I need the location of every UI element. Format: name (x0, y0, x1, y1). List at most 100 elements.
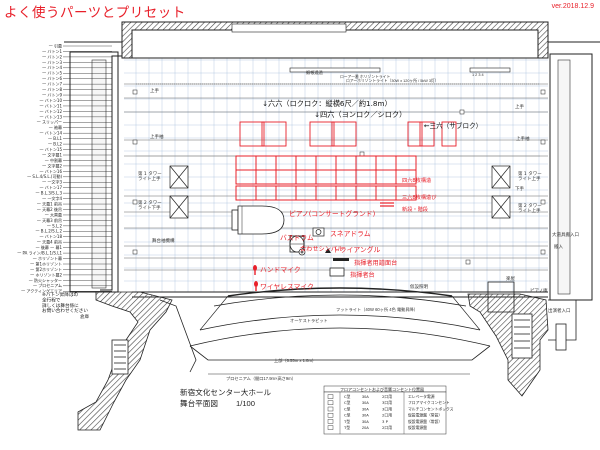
right-parking-label: 上手袖 (516, 135, 530, 142)
legend-symbol (327, 400, 334, 405)
fly-bar-label: 一 引幕 (49, 42, 62, 48)
right-lighting-label: 搬入 (554, 243, 563, 250)
grand-piano (231, 205, 285, 235)
snare-drum (312, 227, 325, 237)
fly-bar-label: 一 一文字3 (42, 179, 62, 185)
fly-bar-label: 一 後幕 一 幕1 (36, 244, 63, 250)
legend-amp: 20A (362, 426, 369, 430)
fly-bar-label: 一 第2ホリゾント (30, 266, 62, 272)
left-tower1b-label: ライト上手 (138, 175, 161, 182)
fly-bar-label: 一 バトン7 (42, 82, 62, 87)
outlet-marker (132, 139, 138, 145)
fly-bar-label: 一 バトン4 (42, 65, 62, 70)
triangle-instrument (325, 248, 331, 253)
legend-desc: マルチコンセントボックス (408, 406, 454, 411)
left-entry-label: 上手 (150, 87, 159, 94)
fly-bar-label: 一 中割幕 (45, 157, 62, 163)
fly-bar-label: 一 B.L.3/S.L.3 (35, 191, 62, 196)
right-tower1b-label: ライト上手 (518, 175, 541, 182)
fly-bar-label: 一 第1ホリゾント (30, 260, 62, 266)
tower-mid2-label: 下手 (515, 185, 524, 192)
floor-outlet-markers (132, 89, 546, 265)
tower-mid-label: 上手 (515, 103, 524, 110)
fly-bar-label: 一 ホリゾント幕 (33, 255, 62, 261)
cymbal (298, 248, 306, 256)
outlet-marker (540, 89, 546, 95)
outlet-marker (540, 249, 546, 255)
riser-cell (355, 155, 377, 171)
riser-cell (295, 155, 317, 171)
outlet-marker (465, 259, 471, 265)
top-bar-label: 緞帳通過 (306, 69, 324, 76)
fly-bar-label: 一 天幕2 後吊 (37, 206, 62, 212)
plan-label: 舞台平面図 (180, 398, 218, 408)
legend-count: 3 P (382, 419, 389, 424)
right-hall-label: 出演者入口 (548, 307, 571, 314)
legend-type: C型 (344, 400, 351, 405)
wireless-mic (254, 281, 258, 291)
legend-amp: 30A (362, 420, 369, 424)
venue-name: 新宿文化センター大ホール (180, 387, 272, 397)
fly-bar-label: 一 袖幕 (49, 124, 62, 130)
outlet-marker (132, 249, 138, 255)
right-sub-label: 仮設照明 (410, 283, 428, 290)
left-sub-label: 舞台袖機構 (152, 237, 175, 244)
legend-box (323, 385, 447, 435)
right-piano-label: ピアノ庫 (530, 287, 548, 294)
riser-cell (295, 185, 317, 201)
left-note: ※バトン昇降はの全行程で詳しくは舞台係にお問い合わせください (42, 291, 88, 314)
fly-bar-label: 一 防火シャッター (29, 277, 62, 283)
fly-bar-label: 一 バトン5 (42, 71, 62, 76)
legend-desc: フロアマイクコンセント (408, 400, 450, 405)
right-nums-label: 1 2 3 4 (472, 73, 484, 77)
legend-type: T型 (343, 419, 350, 424)
fly-bar-label: 一 バトン10 (40, 98, 63, 103)
tower-boxes (169, 165, 511, 219)
legend-amp: 30A (362, 395, 369, 399)
fly-bar-label: 一 天幕3 前吊 (37, 217, 62, 223)
piano-label: ピアノ(コンサートグランド) (289, 209, 376, 218)
right-lower-structure (467, 281, 577, 397)
legend-desc: 仮設電源盤（常設） (408, 413, 442, 418)
legend-count: 2口用 (382, 394, 392, 399)
legend-desc: 仮設電源盤（常設） (408, 419, 442, 424)
bass-drum (289, 235, 305, 253)
legend-count: 3口用 (382, 406, 392, 411)
outlet-marker (540, 199, 546, 205)
left-tower2b-label: ライト下手 (138, 204, 161, 211)
fly-bar-label: 一 バトン18 (40, 234, 63, 239)
left-tower2-label: 第 2 タワー (138, 199, 162, 206)
legend-title: フロアコンセントおよび音響コンセント位置図 (340, 386, 424, 392)
orchestra-label: オーケストラピット (290, 317, 328, 324)
legend-count: 2口用 (382, 413, 392, 418)
sanroku-label: ←三六（サブロク） (424, 121, 482, 130)
riser-note-1: 四六8枚構造 (402, 176, 432, 184)
apron-label: プロセニアム（間口17.9m×高さ9m） (226, 375, 296, 382)
riser-cell (395, 155, 417, 171)
outlet-marker (540, 139, 546, 145)
bass-drum-label: バスドラム (280, 234, 314, 242)
fly-bar-label: 一 バトン14 (40, 131, 63, 136)
legend-desc: エレベータ電源 (408, 394, 435, 399)
cymbal-label: 合わせシンバル (300, 245, 343, 253)
outlet-marker (132, 89, 138, 95)
fly-bar-label: 一 バトン13 (40, 114, 63, 119)
riser-note-2: 三六8枚構造び (402, 193, 437, 201)
riser-cell (355, 185, 377, 201)
fly-bar-label: 一 B.L2 (48, 142, 63, 147)
legend-amp: 30A (362, 414, 369, 418)
fly-bar-label: 一 B.L.2/S.L.2 (35, 229, 62, 234)
legend-symbol (327, 413, 334, 418)
left-lower-structure (77, 291, 197, 431)
fly-bar-label: 一 バトン1 (42, 49, 62, 54)
music-stand (333, 258, 349, 261)
podium-label: 指揮者台 (350, 271, 375, 279)
fly-bar-label: 一 バトン12 (40, 109, 63, 114)
fly-bar-label: 一 バトン15 (40, 147, 63, 152)
riser-cell (395, 169, 417, 185)
snare-label: スネアドラム (330, 230, 371, 238)
outlet-marker (132, 199, 138, 205)
